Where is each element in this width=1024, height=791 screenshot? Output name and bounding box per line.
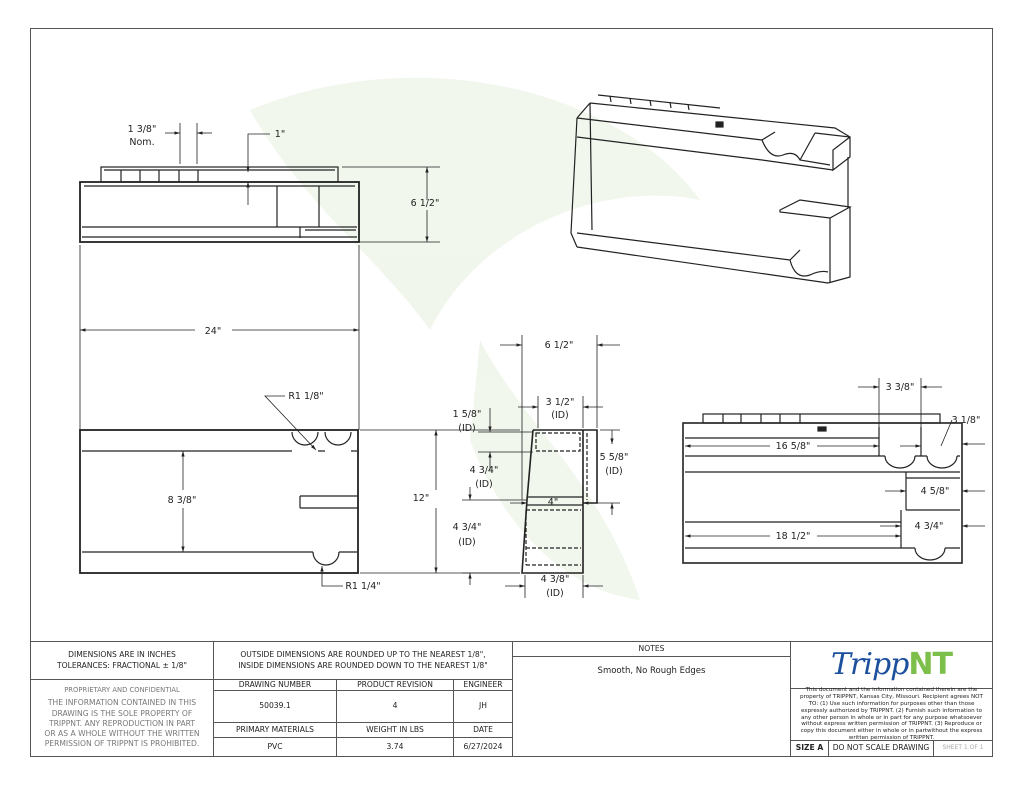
dim-pitch-note: Nom. — [129, 137, 154, 148]
dim-pitch: 1 3/8" — [128, 124, 157, 135]
dimension-labels: 1 3/8" Nom. 1" 6 1/2" 24" R1 1/8" R1 1/4… — [128, 124, 981, 599]
dim-shelf: 4" — [548, 497, 558, 508]
dim-top-depth: 8 3/8" — [168, 495, 197, 506]
dim-lower-span: 18 1/2" — [776, 531, 811, 542]
proprietary-text: THE INFORMATION CONTAINED IN THIS DRAWIN… — [44, 698, 200, 749]
dim-mid-height-note: (ID) — [475, 479, 493, 490]
watermark-leaf — [250, 77, 700, 600]
front-view — [79, 166, 360, 243]
dim-tray-width: 4 5/8" — [921, 486, 950, 497]
proprietary-title: PROPRIETARY AND CONFIDENTIAL — [64, 686, 180, 695]
dim-upper-span: 16 5/8" — [776, 441, 811, 452]
date: 6/27/2024 — [453, 737, 513, 757]
dim-slot-width: 3 3/8" — [886, 382, 915, 393]
dim-upper-height-note: (ID) — [458, 423, 476, 434]
dim-radius-upper: R1 1/8" — [288, 391, 323, 402]
isometric-view — [570, 94, 852, 284]
front-view-dimensions — [79, 123, 440, 430]
notes-cell — [512, 641, 791, 757]
legal-notice: This document and the information contai… — [790, 687, 993, 741]
rounding-outside-text: OUTSIDE DIMENSIONS ARE ROUNDED UP TO THE… — [240, 650, 486, 660]
weight-label: WEIGHT IN LBS — [336, 722, 454, 738]
rounding-inside-text: INSIDE DIMENSIONS ARE ROUNDED DOWN TO TH… — [238, 660, 488, 670]
dim-right-height-note: (ID) — [605, 466, 623, 477]
dim-radius-lower: R1 1/4" — [345, 581, 380, 592]
logo-text-nt: NT — [908, 646, 953, 682]
notes-text: Smooth, No Rough Edges — [597, 666, 706, 676]
sheet-number: SHEET 1 OF 1 — [933, 740, 993, 757]
scale-note: DO NOT SCALE DRAWING — [828, 740, 934, 757]
dim-lower-height: 4 3/4" — [453, 522, 482, 533]
dim-side-depth: 6 1/2" — [545, 340, 574, 351]
dim-slot-depth: 3 1/8" — [952, 415, 981, 426]
dim-upper-height: 1 5/8" — [453, 409, 482, 420]
dim-lower-tray: 4 3/4" — [915, 521, 944, 532]
dim-lower-height-note: (ID) — [458, 537, 476, 548]
materials: PVC — [213, 737, 337, 757]
dim-upper-width: 3 1/2" — [546, 397, 575, 408]
notes-label: NOTES — [512, 641, 791, 657]
materials-label: PRIMARY MATERIALS — [213, 722, 337, 738]
engineer: JH — [453, 690, 513, 723]
units-cell: DIMENSIONS ARE IN INCHES TOLERANCES: FRA… — [30, 641, 214, 680]
dim-right-height: 5 5/8" — [600, 452, 629, 463]
dim-mid-height: 4 3/4" — [470, 465, 499, 476]
dim-overall-height: 12" — [413, 493, 429, 504]
dim-base-width: 4 3/8" — [541, 574, 570, 585]
dim-front-height: 6 1/2" — [411, 198, 440, 209]
back-view — [682, 413, 963, 564]
rounding-cell: OUTSIDE DIMENSIONS ARE ROUNDED UP TO THE… — [213, 641, 513, 680]
tolerance-text: TOLERANCES: FRACTIONAL ± 1/8" — [57, 660, 187, 670]
revision: 4 — [336, 690, 454, 723]
dim-base-width-note: (ID) — [546, 588, 564, 599]
back-view-dimensions — [685, 378, 985, 538]
weight: 3.74 — [336, 737, 454, 757]
sheet-size: SIZE A — [790, 740, 829, 757]
proprietary-cell: PROPRIETARY AND CONFIDENTIAL THE INFORMA… — [30, 679, 214, 757]
logo-text-tripp: Tripp — [831, 646, 909, 682]
dim-upper-width-note: (ID) — [551, 410, 569, 421]
dim-rail-height: 1" — [275, 129, 285, 140]
side-view-dimensions — [434, 335, 620, 598]
dim-front-width: 24" — [205, 326, 221, 337]
drawing-number: 50039.1 — [213, 690, 337, 723]
top-view — [79, 429, 359, 574]
date-label: DATE — [453, 722, 513, 738]
company-logo: TrippNT — [790, 641, 993, 689]
units-text: DIMENSIONS ARE IN INCHES — [68, 650, 176, 660]
